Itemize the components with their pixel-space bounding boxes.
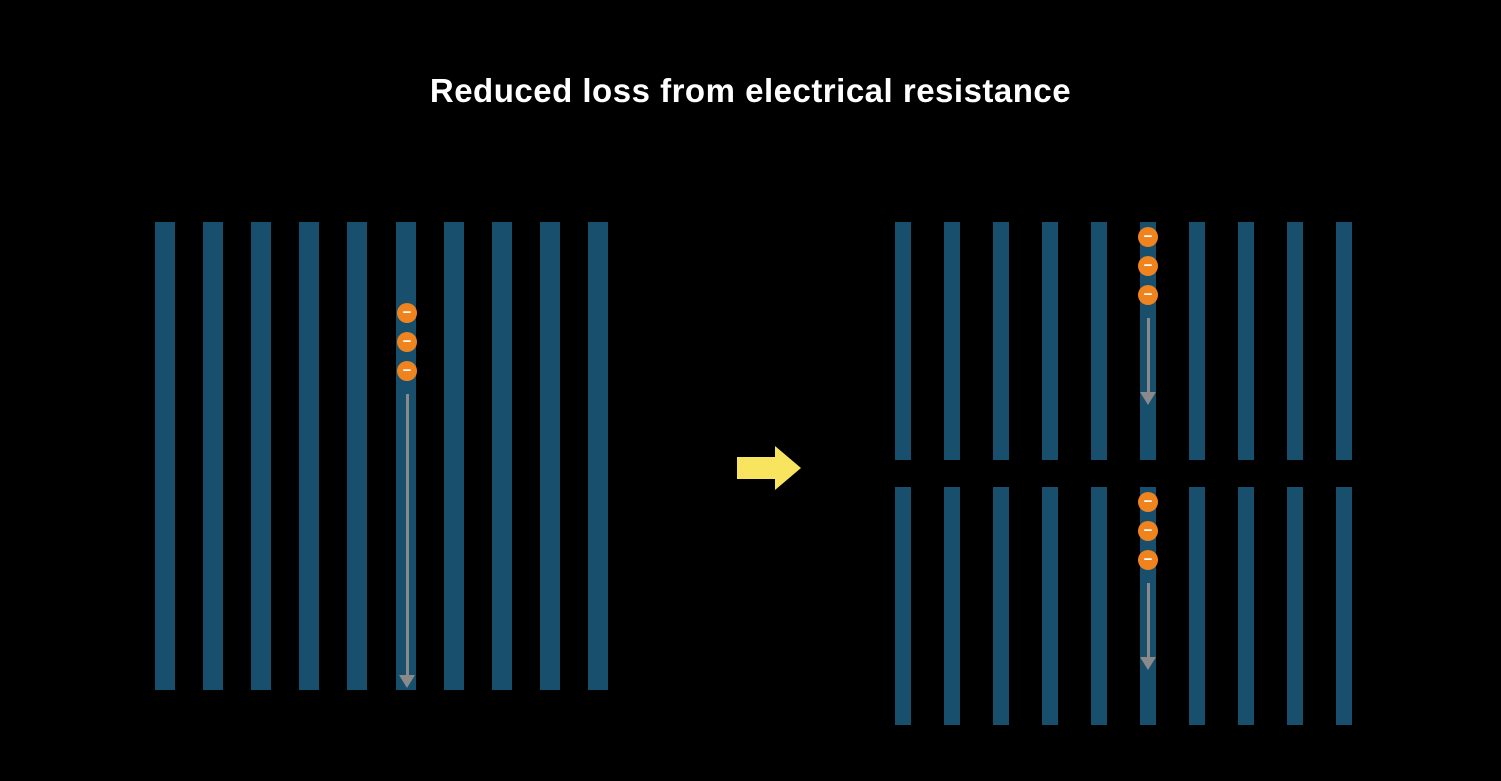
- cell-bar: [1336, 487, 1352, 725]
- down-arrow-line: [405, 394, 409, 675]
- cell-bar: [944, 487, 960, 725]
- electron-icon: −: [1138, 521, 1158, 541]
- cell-bar: [1042, 487, 1058, 725]
- cell-bar: [1238, 487, 1254, 725]
- down-arrow-head-icon: [399, 675, 415, 688]
- cell-bar: [1287, 222, 1303, 460]
- cell-bar: [944, 222, 960, 460]
- cell-bar: [895, 487, 911, 725]
- full-cell-bars: [155, 222, 608, 690]
- right-arrow-head: [775, 446, 801, 490]
- cell-bar: [1189, 487, 1205, 725]
- down-arrow: [397, 394, 417, 688]
- cell-bar: [587, 222, 608, 690]
- electron-icon: −: [1138, 256, 1158, 276]
- down-arrow: [1138, 583, 1158, 670]
- down-arrow-head-icon: [1140, 657, 1156, 670]
- cell-bar: [1189, 222, 1205, 460]
- cell-bar: [1336, 222, 1352, 460]
- down-arrow-head-icon: [1140, 392, 1156, 405]
- down-arrow-line: [1146, 318, 1150, 392]
- full-cell-electron-flow: − − −: [397, 303, 417, 688]
- cell-bar: [1091, 222, 1107, 460]
- half-cell-bottom-bars: [895, 487, 1352, 725]
- electron-icon: −: [1138, 492, 1158, 512]
- electron-icon: −: [397, 303, 417, 323]
- electron-icon: −: [397, 361, 417, 381]
- right-arrow-shaft: [737, 457, 775, 479]
- cell-bar: [251, 222, 272, 690]
- cell-bar: [203, 222, 224, 690]
- half-cell-top-panel: − − −: [895, 222, 1352, 460]
- electron-icon: −: [1138, 550, 1158, 570]
- cell-bar: [491, 222, 512, 690]
- half-cell-top-electron-flow: − − −: [1138, 227, 1158, 405]
- down-arrow: [1138, 318, 1158, 405]
- cell-bar: [1238, 222, 1254, 460]
- down-arrow-line: [1146, 583, 1150, 657]
- electron-icon: −: [1138, 227, 1158, 247]
- cell-bar: [1091, 487, 1107, 725]
- half-cell-bottom-panel: − − −: [895, 487, 1352, 725]
- cell-bar: [1042, 222, 1058, 460]
- cell-bar: [993, 222, 1009, 460]
- cell-bar: [993, 487, 1009, 725]
- cell-bar: [155, 222, 175, 690]
- full-cell-panel: − − −: [155, 222, 608, 690]
- cell-bar: [299, 222, 320, 690]
- cell-bar: [539, 222, 560, 690]
- half-cell-top-bars: [895, 222, 1352, 460]
- right-arrow-icon: [737, 446, 801, 490]
- diagram-title: Reduced loss from electrical resistance: [429, 72, 1072, 109]
- electron-icon: −: [1138, 285, 1158, 305]
- cell-bar: [1287, 487, 1303, 725]
- half-cell-bottom-electron-flow: − − −: [1138, 492, 1158, 670]
- cell-bar: [895, 222, 911, 460]
- cell-bar: [443, 222, 464, 690]
- cell-bar: [347, 222, 368, 690]
- electron-icon: −: [397, 332, 417, 352]
